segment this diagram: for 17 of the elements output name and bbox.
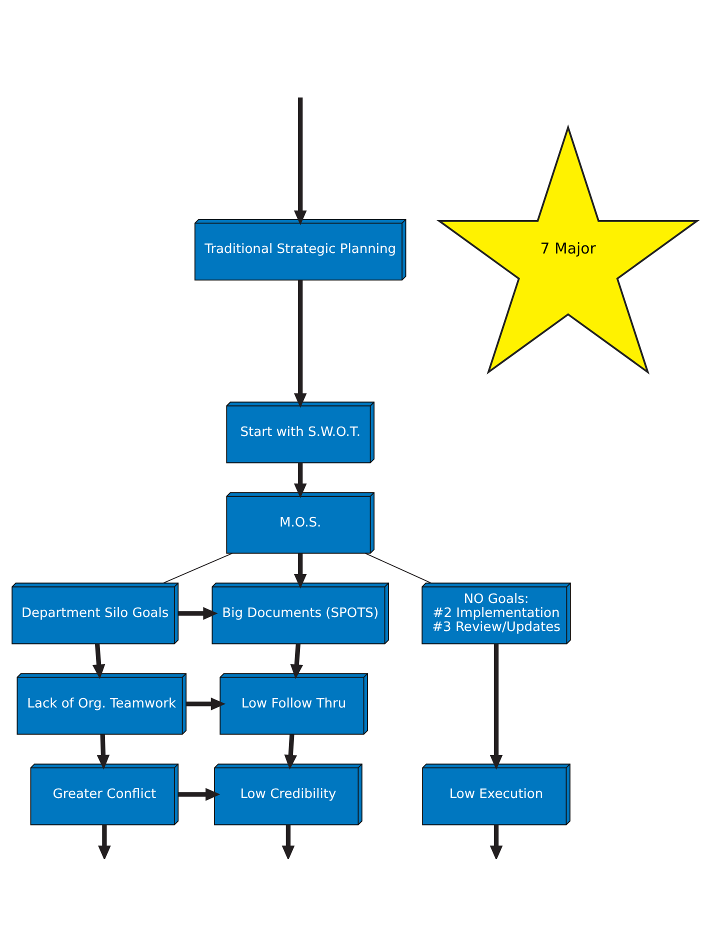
arrow [96, 734, 110, 770]
arrow [294, 98, 307, 226]
arrow [290, 644, 304, 680]
arrow [490, 824, 503, 859]
arrow [282, 824, 295, 859]
arrow [294, 280, 307, 408]
arrow [490, 644, 503, 770]
arrow [294, 553, 307, 589]
connector [162, 552, 233, 584]
arrow [98, 824, 111, 859]
arrow [294, 462, 307, 498]
arrow [186, 698, 226, 710]
arrow [178, 788, 220, 801]
arrow [92, 644, 106, 680]
arrow [178, 607, 218, 620]
connector [364, 552, 432, 584]
arrow [284, 734, 298, 770]
